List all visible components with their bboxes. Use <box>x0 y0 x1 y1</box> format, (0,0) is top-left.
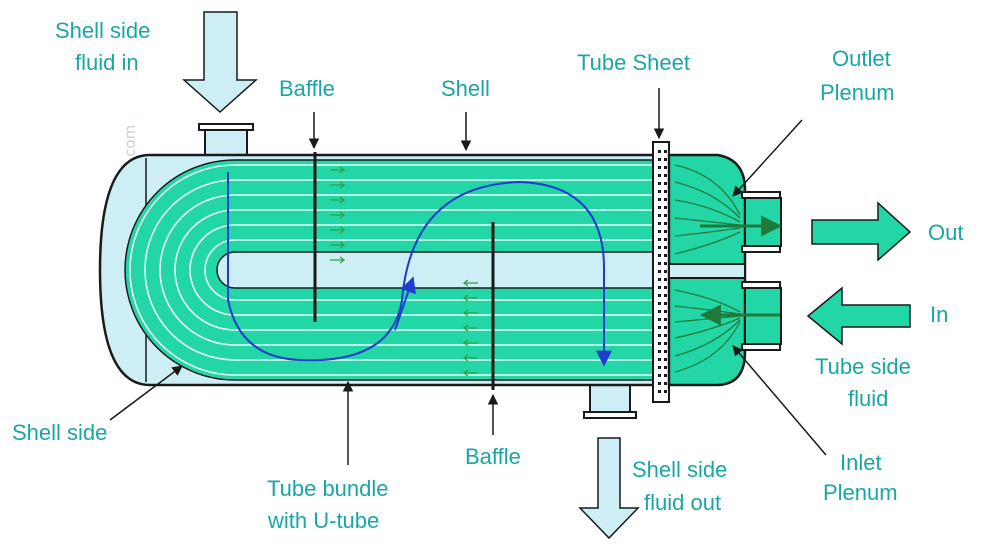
outlet-plenum-flow <box>674 164 741 255</box>
label-shell-side-fluid-out-line2: fluid out <box>644 490 721 515</box>
tube-out-arrow <box>811 201 912 262</box>
label-tube-side-fluid: Tube side <box>815 354 911 379</box>
label-tube-side-fluid-line2: fluid <box>848 386 888 411</box>
label-shell-side-fluid-in: Shell side <box>55 18 150 43</box>
shell-inlet-arrow <box>182 11 258 114</box>
tube-sheet <box>652 141 670 403</box>
label-tube-bundle: Tube bundle <box>267 476 389 501</box>
label-baffle-top: Baffle <box>279 76 335 101</box>
label-shell-side-fluid-out: Shell side <box>632 457 727 482</box>
label-in: In <box>930 302 948 327</box>
label-tube-bundle-line2: with U-tube <box>267 508 379 533</box>
label-shell-side: Shell side <box>12 420 107 445</box>
label-outlet-plenum: Outlet <box>832 46 891 71</box>
label-baffle-bottom: Baffle <box>465 444 521 469</box>
shell-inlet-nozzle <box>198 123 254 159</box>
label-inlet-plenum: Inlet <box>840 450 882 475</box>
tube-in-arrow <box>806 286 911 346</box>
tube-bundle <box>124 159 656 381</box>
label-shell-side-fluid-in-line2: fluid in <box>75 50 139 75</box>
pass-partition <box>668 263 746 279</box>
shell-outlet-arrow <box>578 437 640 540</box>
baffle-lower <box>462 222 495 390</box>
label-outlet-plenum-line2: Plenum <box>820 80 895 105</box>
tube-outlet-nozzle <box>700 191 783 253</box>
label-tube-sheet: Tube Sheet <box>577 50 690 75</box>
label-shell: Shell <box>441 76 490 101</box>
label-inlet-plenum-line2: Plenum <box>823 480 898 505</box>
label-out: Out <box>928 220 963 245</box>
baffle-upper <box>313 152 346 322</box>
tube-inlet-nozzle <box>699 281 782 351</box>
shell-outlet-nozzle <box>583 384 637 419</box>
callout-lines <box>109 88 827 465</box>
